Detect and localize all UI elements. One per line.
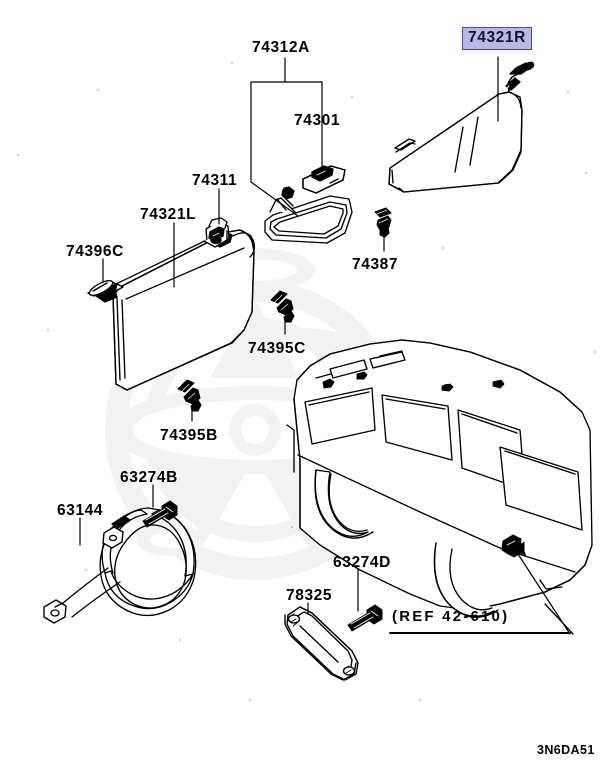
part-illustration-78325 xyxy=(284,606,359,681)
part-illustration-63144 xyxy=(43,507,197,624)
part-illustration-74395B xyxy=(177,379,202,412)
part-label-63274D[interactable]: 63274D xyxy=(333,554,391,571)
leader-lines xyxy=(79,56,499,615)
part-label-74321L[interactable]: 74321L xyxy=(140,206,197,223)
part-illustration-74321R xyxy=(388,61,535,193)
part-label-74396C[interactable]: 74396C xyxy=(66,243,124,260)
reference-note[interactable]: (REF 42-610) xyxy=(392,608,510,625)
part-label-74312A[interactable]: 74312A xyxy=(252,39,310,56)
part-illustration-74301 xyxy=(264,186,353,244)
ref-bracket xyxy=(389,603,574,635)
part-illustration-74395C xyxy=(270,290,295,323)
part-label-63144[interactable]: 63144 xyxy=(57,502,104,519)
part-illustration-74387 xyxy=(374,207,392,238)
part-illustration-74312A xyxy=(302,165,346,194)
part-label-74311[interactable]: 74311 xyxy=(192,172,238,189)
sheet-code: 3N6DA51 xyxy=(537,743,595,757)
part-illustration-63274B xyxy=(142,500,178,528)
part-label-63274B[interactable]: 63274B xyxy=(120,469,178,486)
part-label-78325[interactable]: 78325 xyxy=(286,587,333,604)
part-illustration-74396C xyxy=(87,279,117,297)
part-illustration-63274D xyxy=(347,604,383,632)
part-label-74395C[interactable]: 74395C xyxy=(248,340,306,357)
vehicle-illustration xyxy=(286,339,593,635)
part-label-74395B[interactable]: 74395B xyxy=(160,427,218,444)
part-label-74387[interactable]: 74387 xyxy=(352,256,399,273)
part-label-74301[interactable]: 74301 xyxy=(294,112,341,129)
part-label-74321R[interactable]: 74321R xyxy=(462,27,532,50)
part-illustration-74311 xyxy=(203,217,230,248)
